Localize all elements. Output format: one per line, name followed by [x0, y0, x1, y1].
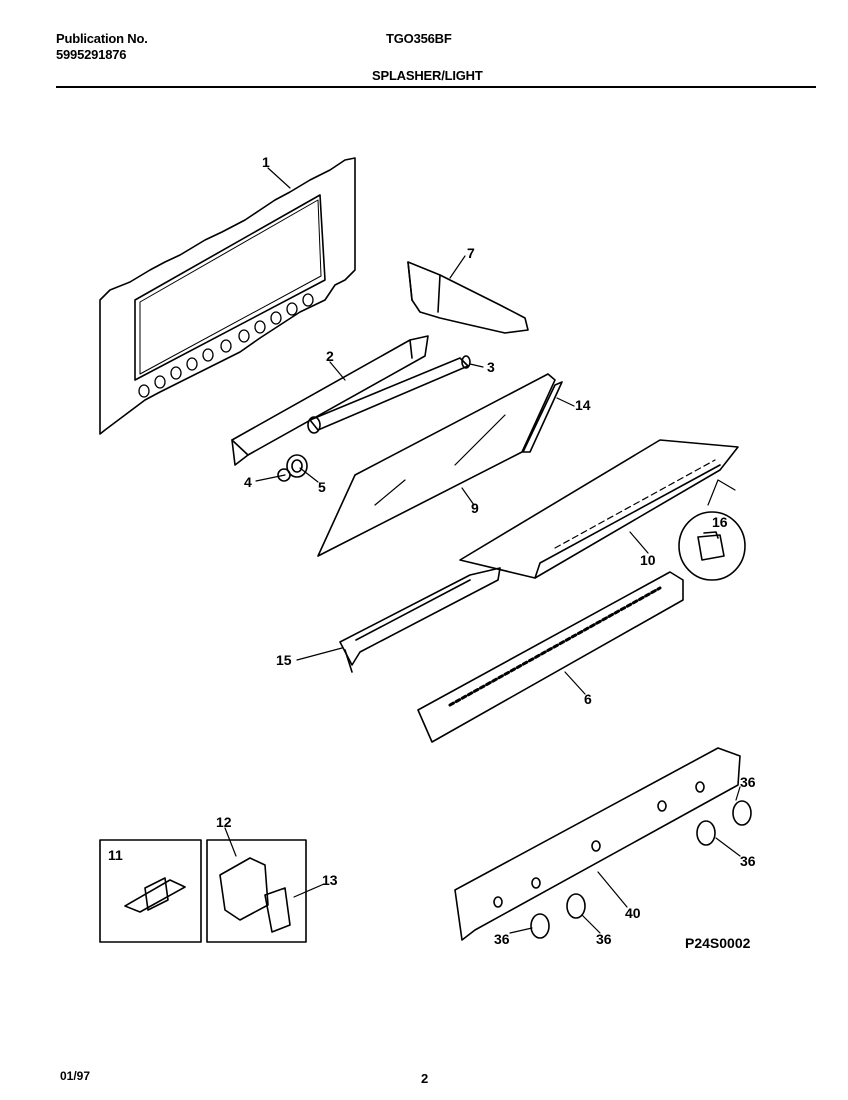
callout-15: 15 [276, 652, 292, 668]
callout-11: 11 [108, 847, 123, 863]
part-6-vent-panel [417, 571, 684, 743]
callout-5: 5 [318, 479, 326, 495]
callout-36-top: 36 [740, 774, 756, 790]
part-3-light-tube [307, 355, 471, 434]
footer-date: 01/97 [60, 1069, 91, 1083]
leader-lines [224, 167, 741, 934]
callout-2: 2 [326, 348, 334, 364]
part-7-bracket [407, 261, 529, 334]
callout-36-bottom-left: 36 [494, 931, 510, 947]
part-2-light-bracket [231, 335, 429, 466]
callout-6: 6 [584, 691, 592, 707]
callout-9: 9 [471, 500, 479, 516]
callout-4: 4 [244, 474, 252, 490]
callout-36-bottom: 36 [596, 931, 612, 947]
part-9-glass [317, 373, 556, 557]
callout-16: 16 [712, 514, 728, 530]
publication-label: Publication No. [56, 31, 148, 46]
callout-12: 12 [216, 814, 232, 830]
callout-7: 7 [467, 245, 475, 261]
publication-number: 5995291876 [56, 47, 127, 62]
callout-10: 10 [640, 552, 656, 568]
callout-14: 14 [575, 397, 591, 413]
header-rule [56, 86, 816, 88]
part-15-rail [339, 567, 501, 673]
part-40-control-panel [454, 747, 741, 941]
callout-40: 40 [625, 905, 641, 921]
callout-3: 3 [487, 359, 495, 375]
callout-36-right: 36 [740, 853, 756, 869]
model-number: TGO356BF [386, 31, 452, 46]
part-14-trim [522, 381, 563, 453]
part-4-5-socket [277, 454, 308, 482]
knobs-36 [530, 800, 752, 939]
section-title: SPLASHER/LIGHT [372, 68, 483, 83]
diagram-code: P24S0002 [685, 935, 751, 951]
callout-1: 1 [262, 154, 270, 170]
detail-box-12-13 [206, 839, 307, 943]
part-16-switch [678, 479, 746, 581]
part-10-shelf [459, 439, 739, 579]
part-1-back-panel [99, 157, 356, 435]
detail-box-11 [99, 839, 202, 943]
page-number: 2 [421, 1071, 429, 1086]
callout-13: 13 [322, 872, 338, 888]
